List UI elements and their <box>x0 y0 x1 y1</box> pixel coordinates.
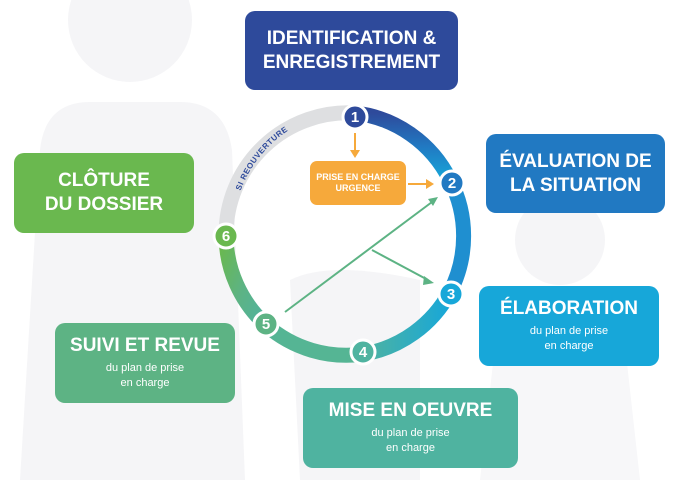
step-4-title: MISE EN OEUVRE <box>328 400 493 422</box>
arc-1-2 <box>353 105 457 184</box>
arrow-5-to-2 <box>284 201 433 313</box>
step-5-subtitle-line2: en charge <box>120 377 170 390</box>
step-2-title-line2: LA SITUATION <box>510 174 641 196</box>
step-6-title-line2: DU DOSSIER <box>44 194 164 215</box>
arc-3-4 <box>362 288 457 362</box>
step-2-number: 2 <box>448 175 456 192</box>
step-2-title-line1: ÉVALUATION DE <box>499 150 652 172</box>
step-1-box: IDENTIFICATION & ENREGISTREMENT <box>245 11 458 90</box>
arrowhead-green-2 <box>428 197 438 206</box>
step-1-number: 1 <box>351 109 359 126</box>
step-5-title: SUIVI ET REVUE <box>70 335 220 357</box>
arrowhead-orange-down <box>350 150 360 158</box>
step-5-subtitle-line1: du plan de prise <box>105 361 185 374</box>
urgent-line2: URGENCE <box>335 183 381 193</box>
step-3-box: ÉLABORATION du plan de prise en charge <box>479 286 659 366</box>
arrow-branch-to-3 <box>371 249 429 281</box>
step-5-number-circle <box>252 310 280 338</box>
step-6-number-circle <box>212 222 240 250</box>
person-head-silhouette <box>68 0 192 82</box>
urgent-box: PRISE EN CHARGE URGENCE <box>310 161 406 205</box>
step-4-box: MISE EN OEUVRE du plan de prise en charg… <box>303 388 518 468</box>
step-4-number: 4 <box>359 344 368 361</box>
step-1-number-circle <box>341 103 369 131</box>
step-1-title-line1: IDENTIFICATION & <box>266 27 437 49</box>
urgent-line1: PRISE EN CHARGE <box>316 171 400 182</box>
step-3-title: ÉLABORATION <box>500 298 638 320</box>
step-3-number-circle <box>437 280 465 308</box>
step-6-title-line1: CLÔTURE <box>58 170 150 192</box>
step-4-subtitle-line1: du plan de prise <box>371 426 450 439</box>
arrowhead-orange-right <box>426 179 434 189</box>
arc-reopen <box>218 105 356 236</box>
step-2-box: ÉVALUATION DE LA SITUATION <box>486 134 665 213</box>
arc-2-3 <box>443 176 472 296</box>
step-4-number-circle <box>349 338 377 366</box>
step-3-subtitle-line1: du plan de prise <box>529 324 609 337</box>
step-6-box: CLÔTURE DU DOSSIER <box>14 153 194 233</box>
step-1-title-line2: ENREGISTREMENT <box>262 51 441 73</box>
person-head-silhouette-right <box>515 195 605 285</box>
step-4-subtitle-line2: en charge <box>386 442 435 455</box>
step-5-number: 5 <box>262 316 270 333</box>
arc-4-5 <box>261 319 366 363</box>
step-3-subtitle-line2: en charge <box>544 340 594 353</box>
step-5-box: SUIVI ET REVUE du plan de prise en charg… <box>55 323 235 403</box>
step-3-number: 3 <box>447 286 455 303</box>
step-2-number-circle <box>438 169 466 197</box>
arc-5-6 <box>218 234 272 331</box>
arrowhead-green-3 <box>423 276 434 285</box>
step-6-number: 6 <box>222 228 230 245</box>
